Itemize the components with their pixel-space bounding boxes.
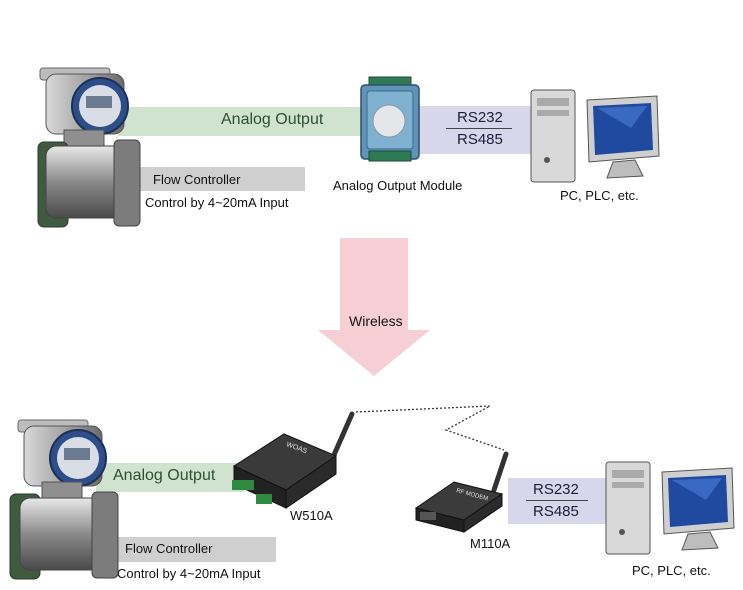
m110a-device: RF MODEM: [412, 450, 516, 535]
rs232-label-bottom: RS232: [533, 481, 579, 498]
rs485-label-top: RS485: [457, 131, 503, 148]
flow-meter-icon: [9, 419, 119, 580]
control-input-label-bottom: Control by 4~20mA Input: [117, 566, 261, 581]
flow-meter-top: [28, 60, 143, 230]
flow-controller-label-bottom: Flow Controller: [125, 541, 213, 556]
wireless-arrow: [318, 238, 430, 376]
serial-divider-top: [446, 128, 512, 129]
wireless-modem-icon: WOAS: [232, 411, 355, 509]
m110a-label: M110A: [470, 536, 511, 551]
serial-divider-bottom: [526, 500, 588, 501]
rs485-label-bottom: RS485: [533, 503, 579, 520]
w510a-device: WOAS: [226, 410, 361, 515]
wireless-label: Wireless: [349, 313, 403, 329]
module-icon: [360, 76, 420, 162]
flow-controller-label-top: Flow Controller: [153, 172, 241, 187]
analog-output-band-top: [118, 107, 373, 136]
wireless-link: [354, 402, 514, 454]
analog-output-label-bottom: Analog Output: [113, 467, 216, 484]
analog-output-band-bottom: [96, 463, 244, 492]
rs232-label-top: RS232: [457, 109, 503, 126]
pc-label-bottom: PC, PLC, etc.: [632, 563, 711, 578]
flow-meter-bottom: [6, 412, 121, 582]
analog-output-module: [355, 75, 425, 165]
serial-band-top: [418, 106, 533, 154]
w510a-label: W510A: [290, 508, 333, 523]
pc-top: [527, 88, 667, 188]
analog-output-label-top: Analog Output: [221, 111, 324, 128]
flow-controller-band-bottom: [98, 537, 276, 562]
down-arrow-icon: [318, 238, 430, 376]
computer-icon: [605, 461, 735, 555]
flow-controller-band-top: [128, 167, 305, 191]
wireless-link-path: [355, 405, 505, 451]
rf-modem-icon: RF MODEM: [414, 451, 509, 533]
module-label: Analog Output Module: [333, 178, 463, 193]
serial-band-bottom: [508, 478, 610, 524]
computer-icon: [530, 89, 660, 183]
flow-meter-icon: [37, 67, 141, 228]
pc-bottom: [602, 460, 742, 560]
control-input-label-top: Control by 4~20mA Input: [145, 195, 289, 210]
pc-label-top: PC, PLC, etc.: [560, 188, 639, 203]
